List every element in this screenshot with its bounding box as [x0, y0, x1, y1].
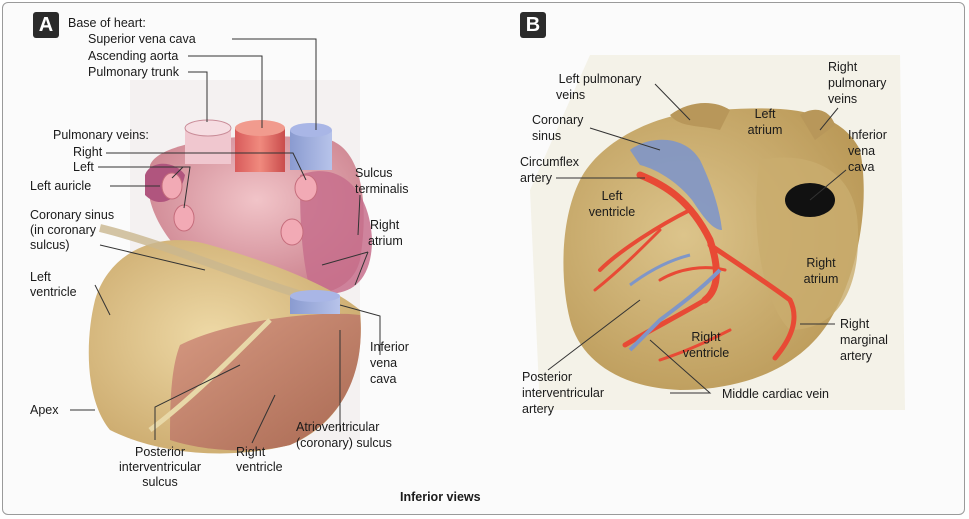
- label-right-atrium-b-1: Right: [806, 256, 836, 270]
- label-middle-cardiac-vein: Middle cardiac vein: [722, 387, 829, 401]
- label-right-ventricle-a-1: Right: [236, 445, 266, 459]
- label-ivc-b-3: cava: [848, 160, 875, 174]
- right-atrium-shape: [300, 171, 372, 294]
- leader-lines: [70, 38, 847, 444]
- label-superior-vena-cava: Superior vena cava: [88, 32, 196, 46]
- label-ivc-b-1: Inferior: [848, 128, 887, 142]
- label-pv-left: Left: [73, 160, 94, 174]
- label-left-pv-b-2: veins: [556, 88, 586, 102]
- label-right-marginal-3: artery: [840, 349, 872, 363]
- label-coronary-sinus-a-2: (in coronary: [30, 223, 96, 237]
- label-left-pv-b-1: Left pulmonary: [558, 72, 642, 86]
- label-left-ventricle-b-2: ventricle: [588, 205, 636, 219]
- label-av-sulcus-1: Atrioventricular: [296, 420, 380, 434]
- aorta-top: [235, 120, 285, 136]
- label-ivc-b-2: vena: [848, 144, 876, 158]
- panel-b-badge: B: [520, 12, 546, 38]
- label-circumflex-1: Circumflex: [520, 155, 580, 169]
- label-pi-artery-3: artery: [522, 402, 554, 416]
- figure-caption: Inferior views: [400, 490, 481, 504]
- label-ivc-a-1: Inferior: [370, 340, 409, 354]
- label-right-atrium-a-2: atrium: [368, 234, 403, 248]
- label-coronary-sinus-b-1: Coronary: [532, 113, 584, 127]
- ivc-top: [290, 290, 340, 302]
- arteries: [593, 171, 797, 362]
- label-pv-right: Right: [73, 145, 103, 159]
- middle-cardiac-vein-shape: [628, 268, 722, 352]
- label-circumflex-2: artery: [520, 171, 552, 185]
- label-base-of-heart: Base of heart:: [68, 16, 146, 30]
- right-pv-upper: [294, 174, 318, 202]
- left-pv-stub: [670, 103, 730, 130]
- label-pi-artery-1: Posterior: [522, 370, 573, 384]
- label-left-atrium-b-1: Left: [754, 107, 776, 121]
- panel-a-heart: [88, 119, 372, 454]
- label-right-pv-b-3: veins: [828, 92, 858, 106]
- label-right-pv-b-2: pulmonary: [828, 76, 887, 90]
- label-pulmonary-veins: Pulmonary veins:: [53, 128, 149, 142]
- small-vein-shape: [629, 253, 691, 287]
- label-coronary-sinus-a-3: sulcus): [30, 238, 70, 252]
- label-pulmonary-trunk: Pulmonary trunk: [88, 65, 180, 79]
- right-ventricle-shape: [170, 313, 361, 451]
- label-ivc-a-2: vena: [370, 356, 398, 370]
- label-pi-sulcus-3: sulcus: [142, 475, 178, 489]
- panel-a-badge: A: [33, 12, 59, 38]
- label-pi-sulcus-1: Posterior: [134, 445, 186, 459]
- label-left-ventricle-b-1: Left: [601, 189, 623, 203]
- right-pv-lower: [280, 218, 304, 246]
- pi-sulcus-line: [148, 318, 272, 432]
- label-right-ventricle-b-1: Right: [691, 330, 721, 344]
- label-sulcus-terminalis-2: terminalis: [355, 182, 409, 196]
- label-right-atrium-a-1: Right: [370, 218, 400, 232]
- left-pv-lower: [173, 204, 195, 232]
- left-pv-upper: [161, 172, 183, 200]
- label-ascending-aorta: Ascending aorta: [88, 49, 179, 63]
- pulmonary-trunk-top: [184, 119, 232, 137]
- label-left-ventricle-a-1: Left: [30, 270, 51, 284]
- label-av-sulcus-2: (coronary) sulcus: [296, 436, 392, 450]
- label-left-auricle: Left auricle: [30, 179, 92, 193]
- label-pi-sulcus-2: interventricular: [119, 460, 201, 474]
- label-right-marginal-2: marginal: [840, 333, 888, 347]
- panel-b-heart: [563, 103, 864, 391]
- label-right-pv-b-1: Right: [828, 60, 858, 74]
- label-coronary-sinus-a-1: Coronary sinus: [30, 208, 115, 222]
- label-pi-artery-2: interventricular: [522, 386, 604, 400]
- right-pv-stub: [800, 109, 835, 140]
- label-coronary-sinus-b-2: sinus: [532, 129, 562, 143]
- label-right-ventricle-a-2: ventricle: [236, 460, 283, 474]
- label-apex: Apex: [30, 403, 59, 417]
- label-ivc-a-3: cava: [370, 372, 397, 386]
- label-right-ventricle-b-2: ventricle: [682, 346, 730, 360]
- svc-top: [290, 123, 332, 137]
- label-sulcus-terminalis-1: Sulcus: [355, 166, 393, 180]
- coronary-sinus-shape: [630, 139, 722, 230]
- label-left-atrium-b-2: atrium: [747, 123, 783, 137]
- label-right-marginal-1: Right: [840, 317, 870, 331]
- label-left-ventricle-a-2: ventricle: [30, 285, 77, 299]
- label-right-atrium-b-2: atrium: [803, 272, 839, 286]
